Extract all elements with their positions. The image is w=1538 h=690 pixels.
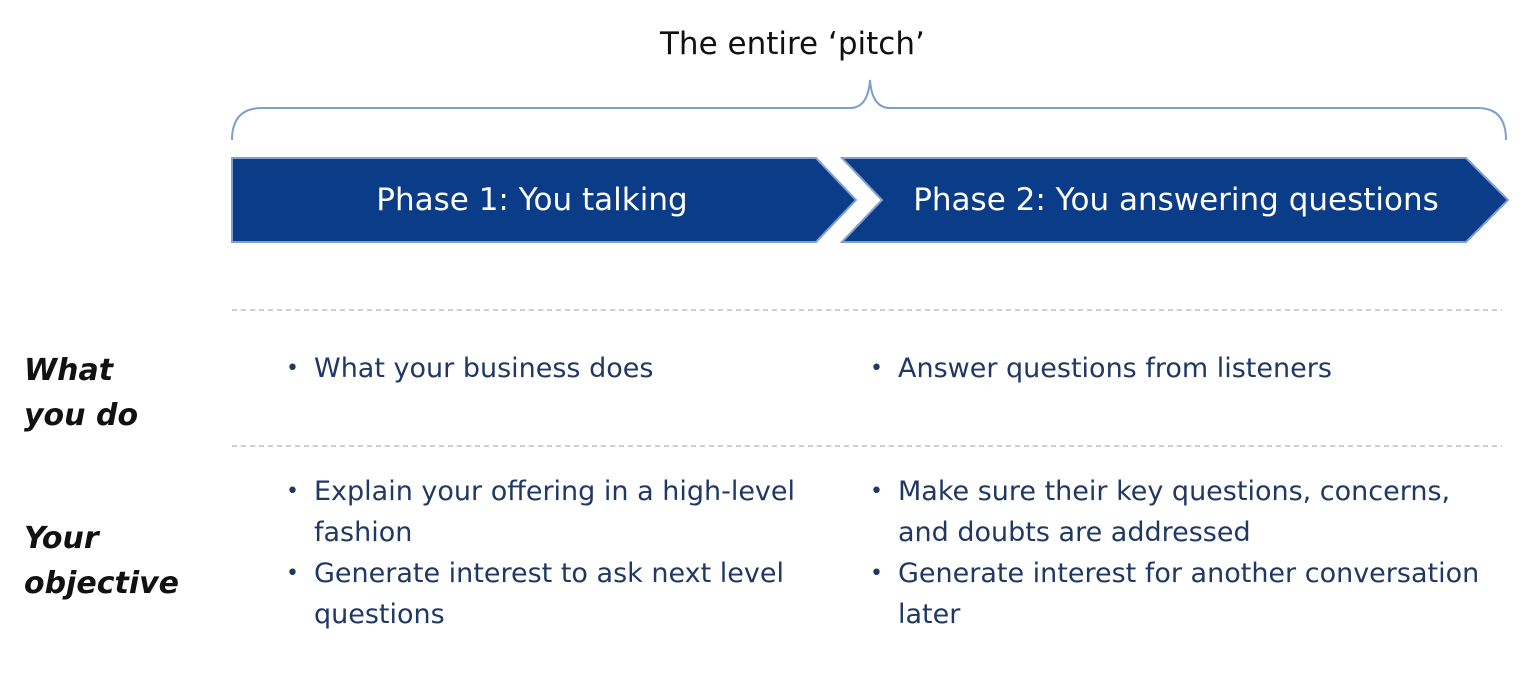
list-item: Generate interest to ask next level ques… [284, 553, 824, 635]
list-item: Generate interest for another conversati… [868, 553, 1508, 635]
what-you-do-phase1-list: What your business does [284, 348, 844, 389]
list-item: What your business does [284, 348, 844, 389]
row-label-your-objective: Your objective [24, 516, 179, 606]
objective-phase2-list: Make sure their key questions, concerns,… [868, 471, 1508, 635]
row-label-line: objective [24, 566, 180, 601]
row-label-what-you-do: What you do [24, 348, 138, 438]
row-label-line: What [24, 353, 114, 388]
list-item: Answer questions from listeners [868, 348, 1508, 389]
brace-shape [231, 79, 1507, 141]
diagram-title: The entire ‘pitch’ [660, 26, 925, 62]
what-you-do-phase2-list: Answer questions from listeners [868, 348, 1508, 389]
phase2-label: Phase 2: You answering questions [913, 182, 1439, 218]
phase1-arrow [231, 157, 858, 243]
list-item: Make sure their key questions, concerns,… [868, 471, 1508, 553]
list-item: Explain your offering in a high-level fa… [284, 471, 824, 553]
row-label-line: Your [24, 521, 99, 556]
phase2-arrow [839, 157, 1510, 243]
objective-phase1-list: Explain your offering in a high-level fa… [284, 471, 824, 635]
row-label-line: you do [24, 398, 139, 433]
phase1-label: Phase 1: You talking [376, 182, 688, 218]
